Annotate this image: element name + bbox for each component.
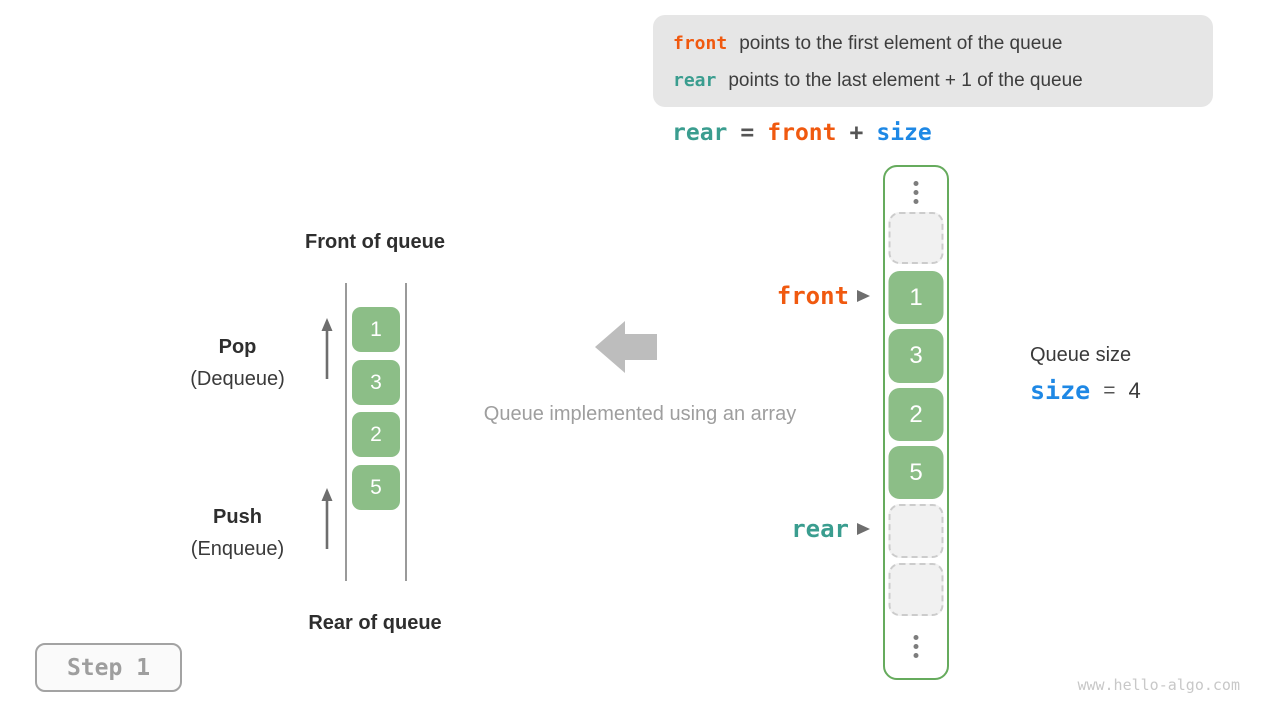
array-caption: Queue implemented using an array [483,403,797,425]
pointer-definitions-box: front points to the first element of the… [653,15,1213,107]
formula-plus: + [849,120,864,146]
formula-rear: rear [672,120,728,146]
formula-equals: = [740,120,755,146]
left-block-arrow-icon [595,321,657,373]
queue-cell: 1 [352,307,400,352]
right-pointer-arrow-icon [857,289,870,302]
watermark: www.hello-algo.com [1077,676,1240,694]
push-up-arrow-icon [321,488,333,549]
queue-cell: 5 [352,465,400,510]
push-operation: Push (Enqueue) [165,506,310,561]
formula-front: front [767,120,837,146]
array-cell: 5 [888,446,944,499]
pop-label: Pop [218,336,257,358]
front-pointer: front [730,269,870,322]
rear-code: rear [673,70,717,91]
rear-pointer: rear [730,502,870,556]
queue-tube: 1 3 2 5 [345,283,407,581]
rear-formula: rear = front + size [672,120,932,146]
rear-pointer-label: rear [791,515,849,543]
front-of-queue-label: Front of queue [305,231,445,253]
array-container: 1 3 2 5 [883,165,949,680]
pop-operation: Pop (Dequeue) [165,336,310,391]
queue-cell: 2 [352,412,400,457]
size-value: 4 [1128,377,1141,403]
dequeue-label: (Dequeue) [190,368,285,390]
enqueue-label: (Enqueue) [190,538,285,560]
ellipsis-icon [913,181,919,204]
array-cell: 1 [888,271,944,324]
array-cell: 2 [888,388,944,441]
right-pointer-arrow-icon [857,523,870,535]
empty-array-cell [888,563,944,616]
rear-definition-text: points to the last element + 1 of the qu… [728,69,1083,91]
empty-array-cell [888,212,944,264]
rear-definition: rear points to the last element + 1 of t… [673,62,1213,99]
step-badge-label: Step 1 [66,654,151,681]
array-cell: 3 [888,329,944,383]
pop-up-arrow-icon [321,318,333,379]
queue-cell: 3 [352,360,400,405]
front-pointer-label: front [776,281,849,310]
ellipsis-icon [913,635,919,658]
front-definition-text: points to the first element of the queue [739,32,1063,54]
queue-size-equation: size = 4 [1030,376,1141,405]
front-code: front [673,33,728,54]
push-label: Push [213,506,262,528]
rear-of-queue-label: Rear of queue [308,612,442,634]
step-badge: Step 1 [35,643,182,692]
front-definition: front points to the first element of the… [673,25,1213,62]
size-variable: size [1030,376,1091,405]
queue-size-label: Queue size [1030,344,1132,366]
empty-array-cell [888,504,944,558]
formula-size: size [876,120,932,146]
size-equals: = [1103,378,1116,402]
